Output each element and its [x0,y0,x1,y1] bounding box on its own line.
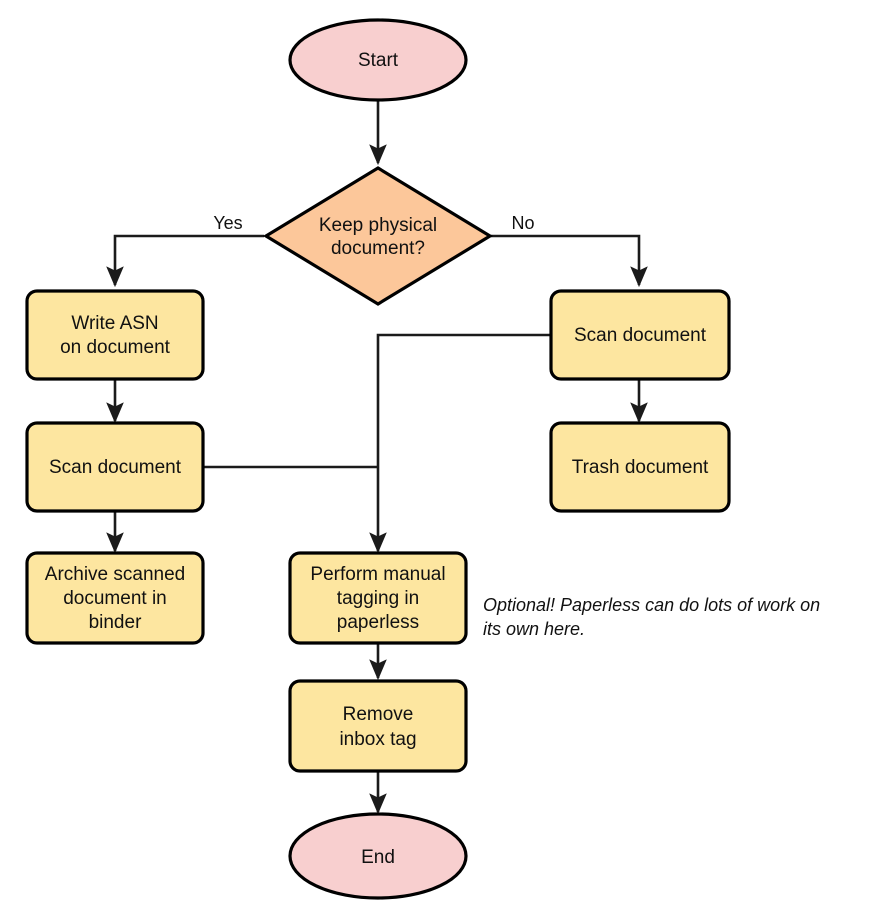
tagging-label-line3: paperless [337,612,419,633]
archive-box [25,551,205,645]
node-scan-document-right[interactable]: Scan document [549,289,731,381]
start-ellipse [288,18,468,102]
trash-box [549,421,731,513]
decision-label-line1: Keep physical [319,215,437,236]
scan-left-box [25,421,205,513]
node-end[interactable]: End [288,812,468,900]
scan-left-label: Scan document [49,457,182,478]
end-label: End [361,847,395,868]
write-asn-label-line1: Write ASN [71,313,158,334]
remove-inbox-label-line1: Remove [343,704,414,725]
node-start[interactable]: Start [288,18,468,102]
tagging-box [288,551,468,645]
archive-label-line1: Archive scanned [45,564,185,585]
connector-scan-right-to-tagging [369,333,551,554]
node-decision-keep-physical-document[interactable]: Keep physical document? [262,166,494,306]
decision-diamond [262,166,494,306]
note-line2: its own here. [483,619,585,639]
node-perform-manual-tagging[interactable]: Perform manual tagging in paperless [288,551,468,645]
scan-right-label: Scan document [574,325,707,346]
node-write-asn[interactable]: Write ASN on document [25,289,205,381]
scan-right-box [549,289,731,381]
note-optional-paperless: Optional! Paperless can do lots of work … [483,595,820,639]
end-ellipse [288,812,468,900]
node-archive-scanned-document[interactable]: Archive scanned document in binder [25,551,205,645]
decision-label-line2: document? [331,238,425,259]
remove-inbox-label-line2: inbox tag [339,729,416,750]
node-scan-document-left[interactable]: Scan document [25,421,205,513]
archive-label-line3: binder [89,612,142,633]
edge-label-no: No [511,213,534,233]
tagging-label-line1: Perform manual [310,564,445,585]
node-remove-inbox-tag[interactable]: Remove inbox tag [288,679,468,773]
write-asn-box [25,289,205,381]
remove-inbox-box [288,679,468,773]
connector-decision-no-to-scan-right [491,234,648,288]
start-label: Start [358,50,399,71]
archive-label-line2: document in [63,588,167,609]
note-line1: Optional! Paperless can do lots of work … [483,595,820,615]
trash-label: Trash document [572,457,709,478]
tagging-label-line2: tagging in [337,588,419,609]
node-trash-document[interactable]: Trash document [549,421,731,513]
connector-decision-yes-to-write-asn [106,234,264,288]
write-asn-label-line2: on document [60,337,171,358]
edge-label-yes: Yes [213,213,242,233]
